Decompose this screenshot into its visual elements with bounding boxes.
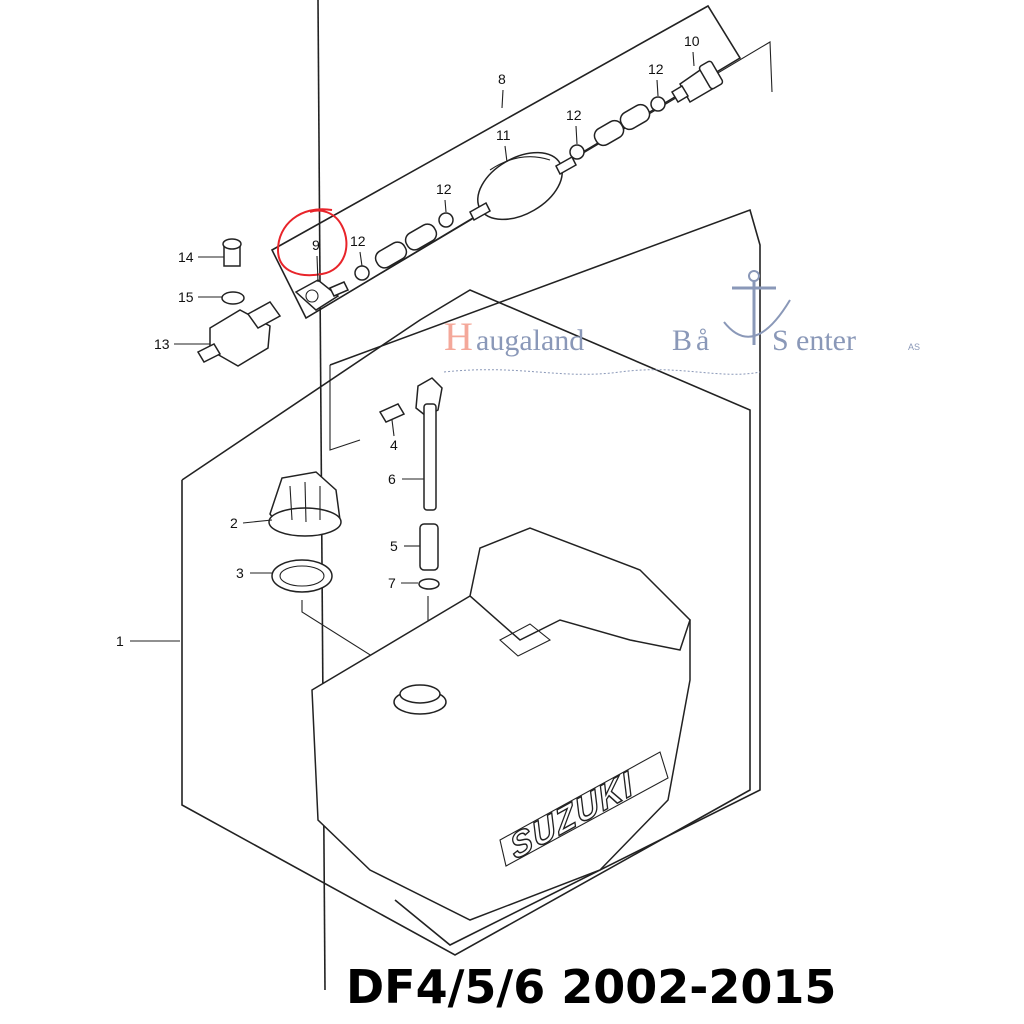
watermark: H augaland B å S enter AS: [443, 270, 920, 375]
fuel-joint-assembly: [196, 238, 282, 367]
watermark-as: AS: [908, 342, 920, 352]
watermark-augaland: augaland: [476, 324, 584, 357]
callout-7: 7: [388, 575, 396, 591]
watermark-b: B: [672, 324, 692, 357]
callout-8: 8: [498, 71, 506, 87]
callout-5: 5: [390, 538, 398, 554]
watermark-h: H: [444, 314, 473, 359]
primer-bulb-part: [469, 151, 577, 222]
callout-13: 13: [154, 336, 170, 352]
watermark-a: å: [696, 324, 709, 357]
callout-12-d: 12: [350, 233, 366, 249]
callout-2: 2: [230, 515, 238, 531]
callout-6: 6: [388, 471, 396, 487]
tank-panel: [181, 208, 761, 956]
callout-10: 10: [684, 33, 700, 49]
tank-cap-part: [268, 471, 342, 537]
watermark-s: S: [772, 324, 789, 357]
callout-12-a: 12: [648, 61, 664, 77]
callout-9: 9: [312, 237, 320, 253]
callout-15: 15: [178, 289, 194, 305]
watermark-enter: enter: [796, 324, 856, 357]
watermark-wave: [443, 369, 761, 375]
callout-14: 14: [178, 249, 194, 265]
fuel-tank-body: [311, 527, 691, 921]
engine-connector-part: [294, 279, 350, 311]
callout-4: 4: [390, 437, 398, 453]
callout-12-b: 12: [566, 107, 582, 123]
fuel-hose-segments: [354, 96, 666, 281]
callout-12-c: 12: [436, 181, 452, 197]
fuel-line-panel: [270, 4, 773, 320]
fuel-pickup-assembly: [378, 377, 443, 659]
callout-3: 3: [236, 565, 244, 581]
model-caption: DF4/5/6 2002-2015: [346, 960, 837, 1014]
callouts: 1 2 3 4 6 5 7 8 9 10 11 12 12 12 12 13 1: [116, 33, 700, 649]
callout-11: 11: [496, 127, 511, 143]
highlight-circle: [276, 208, 348, 277]
callout-1: 1: [116, 633, 124, 649]
anchor-icon: [723, 270, 791, 345]
fuel-connector-part: [670, 60, 724, 104]
